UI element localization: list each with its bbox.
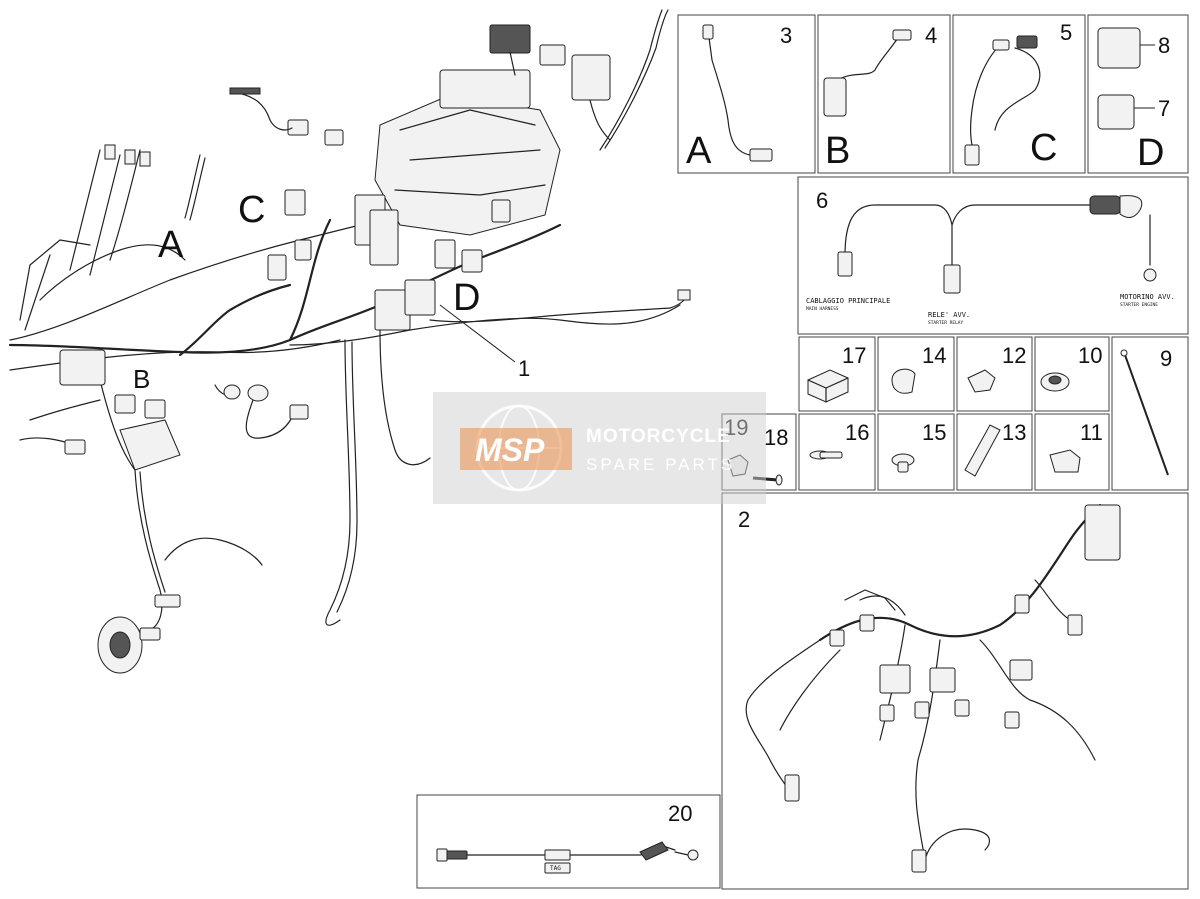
main-harness-drawing: [8, 9, 691, 674]
callout-5: 5: [1060, 20, 1072, 45]
main-label-c: C: [238, 189, 265, 231]
callout-10: 10: [1078, 343, 1102, 368]
box-label-a: A: [686, 130, 712, 172]
callout-3: 3: [780, 23, 792, 48]
callout-17: 17: [842, 343, 866, 368]
main-label-b: B: [133, 364, 150, 394]
watermark-logo: MSP: [475, 432, 545, 468]
watermark-line2: SPARE PARTS: [586, 455, 735, 474]
detail-box-4-b: 4 B: [817, 14, 951, 174]
main-label-a: A: [158, 224, 184, 266]
callout-14: 14: [922, 343, 946, 368]
watermark-line1: MOTORCYCLE: [586, 426, 731, 447]
callout-2: 2: [738, 507, 750, 532]
detail-box-3-a: 3 A: [677, 14, 816, 174]
detail-box-20: 20 TAG: [416, 794, 721, 889]
callout-9: 9: [1160, 346, 1172, 371]
callout-16: 16: [845, 420, 869, 445]
callout-7: 7: [1158, 96, 1170, 121]
callout-1: 1: [518, 356, 530, 381]
detail-box-6: 6 CABLAGGIO PRINCIPALE MAIN HARNESS RELE…: [797, 176, 1189, 335]
callout-15: 15: [922, 420, 946, 445]
detail6-main-harness: CABLAGGIO PRINCIPALE: [806, 297, 890, 305]
callout-1-leader: [439, 304, 516, 363]
detail6-starter-relay: RELE' AVV.: [928, 311, 970, 319]
detail6-starter-relay-sub: STARTER RELAY: [928, 320, 964, 326]
msp-watermark: MSP MOTORCYCLE SPARE PARTS: [433, 392, 766, 504]
callout-13: 13: [1002, 420, 1026, 445]
main-label-d: D: [453, 277, 480, 319]
callout-20: 20: [668, 801, 692, 826]
detail20-tag: TAG: [550, 865, 561, 872]
box-label-b: B: [825, 130, 850, 172]
callout-8: 8: [1158, 33, 1170, 58]
callout-18: 18: [764, 425, 788, 450]
callout-6: 6: [816, 188, 828, 213]
small-parts-grid: 17 14 12 10 9 16 15 13 11 19 18: [721, 336, 1189, 491]
box-label-c: C: [1030, 127, 1057, 169]
callout-12: 12: [1002, 343, 1026, 368]
detail-box-2: 2: [721, 492, 1189, 890]
detail6-starter-motor-sub: STARTER ENGINE: [1120, 302, 1158, 308]
detail-box-7-8-d: 8 7 D: [1087, 14, 1189, 174]
callout-11: 11: [1080, 420, 1103, 445]
detail6-main-harness-sub: MAIN HARNESS: [806, 306, 839, 312]
detail-box-5-c: 5 C: [952, 14, 1086, 174]
detail6-starter-motor: MOTORINO AVV.: [1120, 293, 1175, 301]
box-label-d: D: [1137, 132, 1164, 174]
callout-4: 4: [925, 23, 937, 48]
